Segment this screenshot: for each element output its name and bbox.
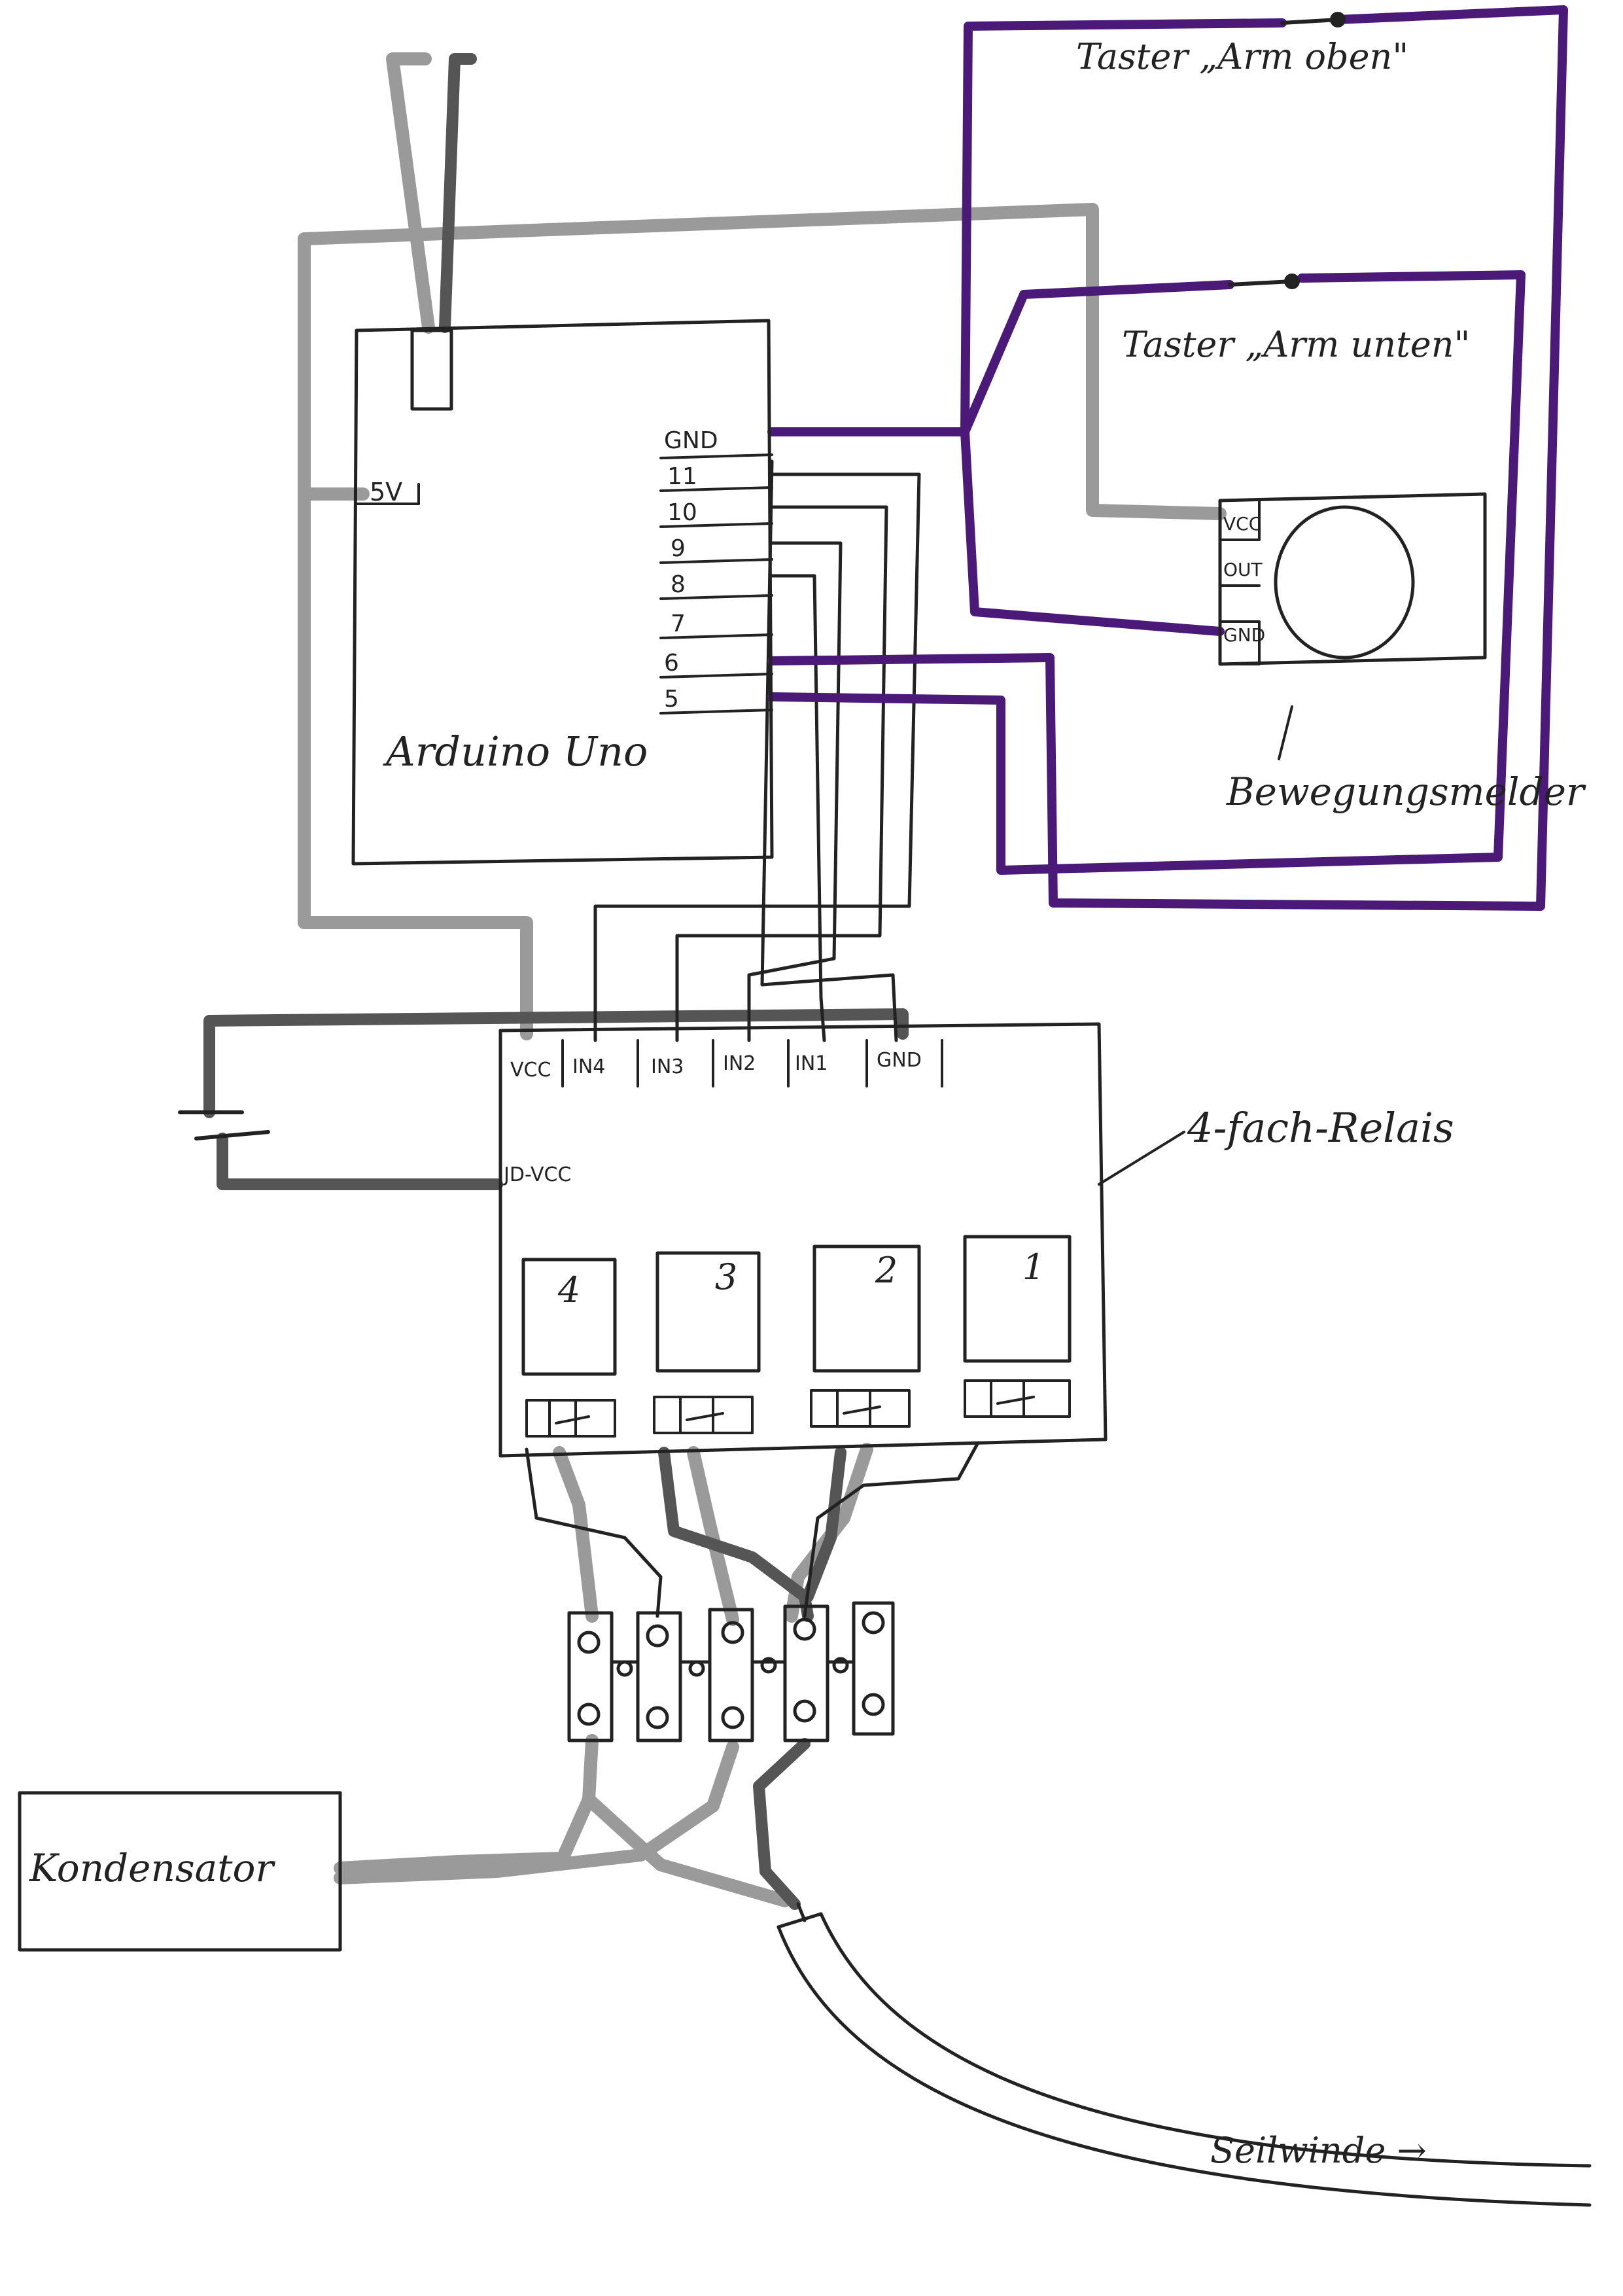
- capacitor-box[interactable]: [18, 1791, 342, 1952]
- signal-wires: [525, 459, 980, 1618]
- relay-pin-in2: IN2: [723, 1052, 756, 1075]
- relay-wire-4b: [525, 1447, 663, 1618]
- relay-pin-gnd: GND: [877, 1049, 922, 1072]
- label-relay: 4-fach-Relais: [1187, 1104, 1454, 1152]
- relay-number-3: 3: [715, 1256, 737, 1298]
- pir-dome-icon: [1274, 505, 1415, 660]
- pin-5: 5: [664, 686, 679, 713]
- usb-port: [410, 328, 453, 411]
- pin-7: 7: [671, 610, 686, 637]
- relay-board: [498, 1022, 1185, 1458]
- relay-pin-labels: VCC IN4 IN3 IN2 IN1 GND JD-VCC: [502, 1049, 922, 1186]
- relay-1[interactable]: [963, 1235, 1072, 1363]
- cable-gray-1: [582, 1793, 792, 1907]
- arduino-board: [351, 319, 774, 866]
- wire-pin6: [767, 5, 1568, 911]
- label-arduino: Arduino Uno: [383, 728, 648, 775]
- pin-10: 10: [667, 499, 697, 526]
- label-5v: 5V: [370, 478, 402, 506]
- battery-relay-wire: [203, 1008, 909, 1118]
- wire-pin9: [747, 541, 843, 1042]
- wire-pin8: [770, 574, 826, 1042]
- relay-wire-3a: [687, 1446, 739, 1626]
- relay-wire-2b: [802, 1447, 846, 1602]
- wire-gnd-btn-top: [960, 18, 1287, 436]
- usb-cable: [386, 52, 435, 334]
- relay-pin-in1: IN1: [795, 1052, 828, 1075]
- relay-4[interactable]: [521, 1258, 617, 1376]
- relay-pin-in3: IN3: [651, 1055, 684, 1078]
- sensor-pin-vcc: VCC: [1223, 513, 1261, 535]
- terminal-block[interactable]: [567, 1601, 895, 1742]
- sensor-pin-labels: VCC OUT GND: [1223, 513, 1265, 646]
- label-capacitor: Kondensator: [29, 1846, 275, 1890]
- relay-3[interactable]: [655, 1251, 761, 1373]
- wire-pin5: [767, 270, 1526, 875]
- relay-number-2: 2: [875, 1250, 898, 1291]
- relay-pin-jdvcc: JD-VCC: [502, 1163, 571, 1186]
- wire-pin10: [675, 505, 888, 1042]
- relay-2[interactable]: [812, 1245, 921, 1373]
- relay-channel-labels: 4 3 2 1: [557, 1246, 1045, 1311]
- label-motion-sensor: Bewegungsmelder: [1226, 769, 1586, 814]
- battery-jdvcc-wire: [217, 1133, 503, 1190]
- relay-number-1: 1: [1022, 1246, 1045, 1288]
- purple-wires: [767, 5, 1568, 911]
- pin-8: 8: [671, 571, 686, 598]
- pin-gnd: GND: [664, 427, 718, 454]
- wire-5v-relay: [298, 487, 533, 1040]
- battery-icon: [178, 1110, 270, 1140]
- label-button-top: Taster „Arm oben": [1076, 36, 1408, 77]
- wire-pin11: [593, 472, 921, 1042]
- terminal-to-cable: [753, 1738, 811, 1910]
- relay-wire-1: [803, 1441, 980, 1618]
- label-winch: Seilwinde →: [1210, 2130, 1427, 2171]
- winch-cable: [777, 1902, 1592, 2207]
- pin-6: 6: [664, 650, 679, 677]
- pin-11: 11: [667, 463, 697, 490]
- label-button-bottom: Taster „Arm unten": [1122, 324, 1470, 365]
- wire-5v-left: [298, 203, 1227, 520]
- wire-gnd-sensor: [960, 427, 1225, 636]
- cap-wire-1: [334, 1734, 599, 1875]
- motion-sensor[interactable]: [1218, 492, 1487, 760]
- relay-pin-vcc: VCC: [510, 1059, 551, 1082]
- relay-wire-3b: [658, 1447, 814, 1622]
- relay-pin-in4: IN4: [572, 1055, 605, 1078]
- wire-gnd-relay: [760, 459, 898, 1042]
- button-top[interactable]: [1280, 12, 1346, 27]
- wire-gnd-btn-bottom: [960, 280, 1234, 436]
- pin-9: 9: [671, 535, 686, 562]
- button-bottom[interactable]: [1228, 274, 1300, 289]
- sensor-pin-out: OUT: [1223, 559, 1263, 580]
- relay-wire-4a: [553, 1446, 599, 1623]
- arduino-pin-labels: GND 11 10 9 8 7 6 5: [664, 427, 718, 713]
- sensor-pin-gnd: GND: [1223, 624, 1265, 646]
- usb-dark: [439, 53, 477, 333]
- relay-number-4: 4: [557, 1269, 580, 1311]
